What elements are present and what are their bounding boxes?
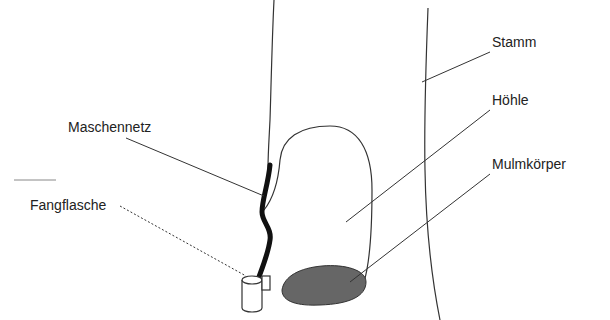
- trunk-outline: [268, 0, 274, 168]
- trunk-outline: [425, 8, 440, 320]
- leader-line: [120, 206, 246, 276]
- part-label: Mulmkörper: [490, 155, 568, 173]
- part-label: Fangflasche: [28, 196, 108, 214]
- part-label: Maschennetz: [66, 118, 153, 136]
- mesh-net: [256, 165, 270, 285]
- separator-line: [14, 180, 56, 181]
- leader-line: [422, 52, 490, 82]
- part-label: Höhle: [490, 91, 531, 109]
- catch-bottle: [242, 276, 270, 312]
- leader-line: [350, 174, 490, 282]
- mulm-body: [282, 266, 366, 306]
- part-label: Stamm: [490, 33, 538, 51]
- leader-line: [346, 110, 490, 222]
- leader-line: [126, 138, 264, 196]
